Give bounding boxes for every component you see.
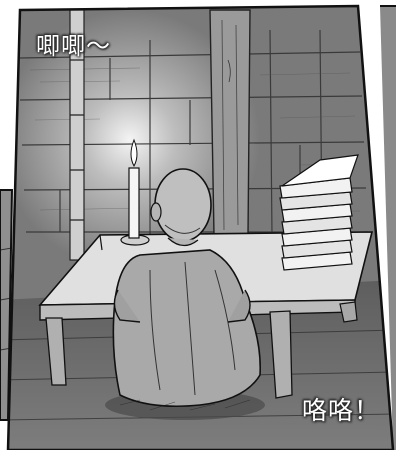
- book-stack: [279, 154, 359, 271]
- kneeling-monk: [105, 168, 265, 420]
- main-panel-border: [6, 4, 395, 450]
- wooden-post: [209, 9, 251, 236]
- knock-sound-effect: 咯咯！: [302, 396, 381, 425]
- candle: [120, 138, 150, 246]
- chirp-sound-effect: 唧唧～: [36, 32, 111, 60]
